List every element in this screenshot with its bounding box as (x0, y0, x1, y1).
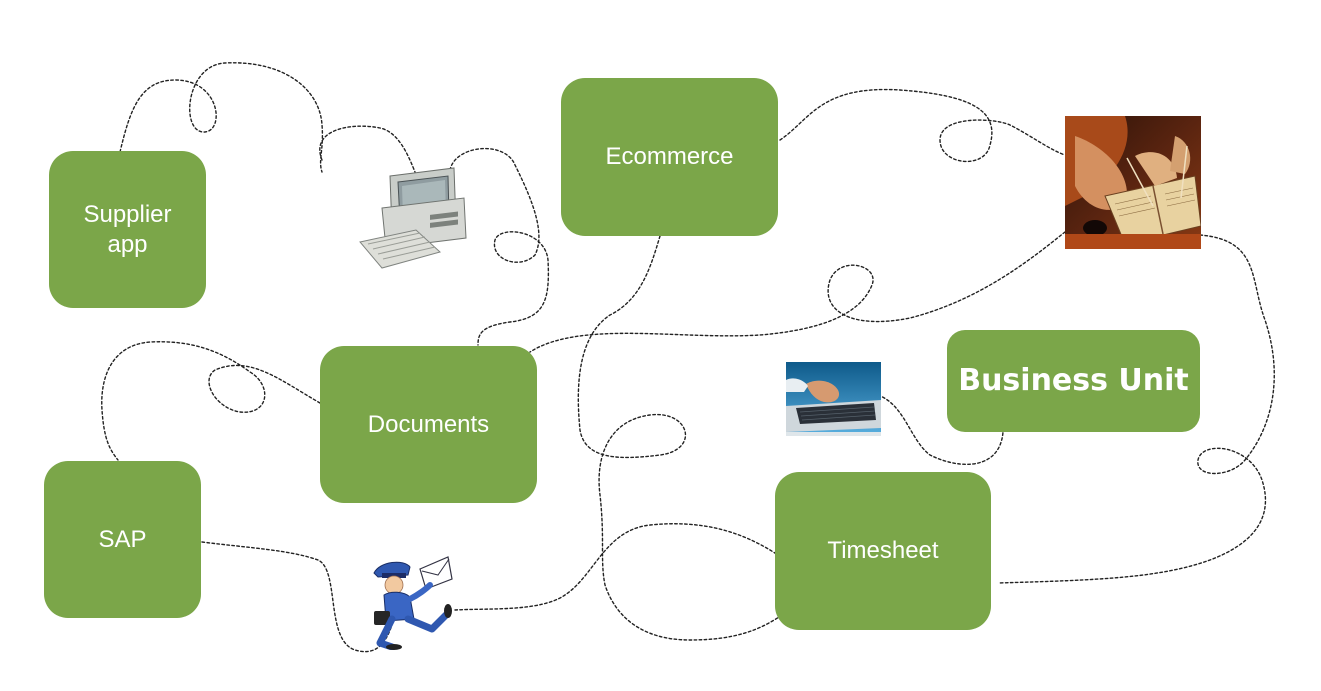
timesheet-box[interactable]: Timesheet (775, 472, 991, 630)
connector-sap-mailman (201, 541, 393, 653)
connector-scribe-documents (529, 231, 1066, 353)
connector-computer-top (319, 125, 416, 173)
connector-ecommerce-timesheet (577, 235, 783, 641)
connector-ecommerce-scribe (779, 88, 1066, 162)
laptop-typing-image (786, 362, 881, 436)
desktop-computer-icon (359, 167, 467, 269)
connector-documents-sap (101, 341, 321, 461)
connector-laptop-business (877, 394, 1004, 466)
connector-computer-documents (449, 147, 550, 346)
connector-supplier-loop (119, 62, 324, 173)
connector-scribe-timesheet (997, 234, 1275, 584)
connector-mailman-timesheet (454, 523, 779, 611)
supplier-app-box[interactable]: Supplier app (49, 151, 206, 308)
ecommerce-box[interactable]: Ecommerce (561, 78, 778, 236)
mail-carrier-icon (373, 556, 453, 650)
business-unit-box[interactable]: Business Unit (947, 330, 1200, 432)
scribe-writing-image (1065, 116, 1201, 249)
documents-box[interactable]: Documents (320, 346, 537, 503)
sap-box[interactable]: SAP (44, 461, 201, 618)
